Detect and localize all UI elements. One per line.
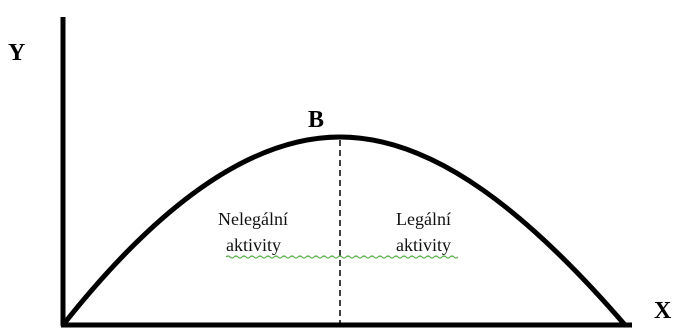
activity-curve	[60, 134, 628, 328]
peak-label: B	[308, 107, 324, 133]
right-region-label-line1: Legální	[396, 209, 451, 229]
spellcheck-underline	[225, 255, 459, 259]
right-region-label-line2: aktivity	[396, 235, 451, 255]
left-region-label-line1: Nelegální	[218, 209, 288, 229]
y-axis-label: Y	[8, 40, 25, 66]
left-region-label-line2: aktivity	[226, 235, 281, 255]
x-axis-label: X	[654, 298, 672, 324]
